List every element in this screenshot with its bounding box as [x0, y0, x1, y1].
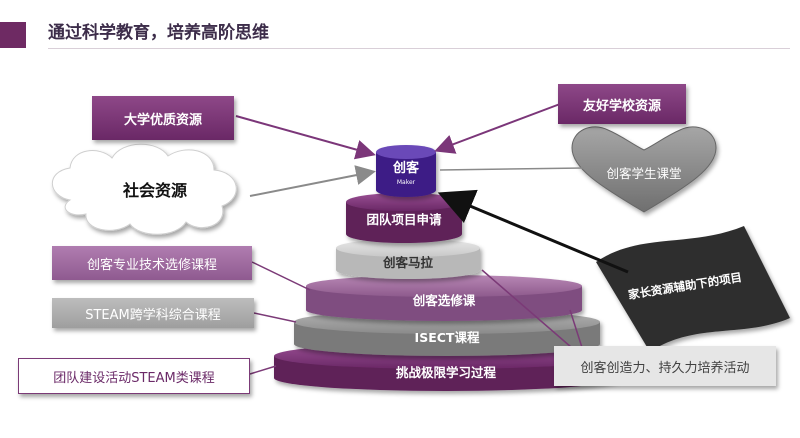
student-class-label: 创客学生课堂	[606, 165, 682, 181]
arrow-friendly-school	[434, 103, 561, 154]
pyramid-tier-3	[306, 275, 582, 321]
connector-team-steam	[249, 365, 277, 375]
connector-creativity	[481, 269, 587, 361]
creativity-box: 创客创造力、持久力培养活动	[554, 346, 776, 386]
heart-shape	[571, 126, 717, 213]
cloud-shape	[51, 143, 237, 235]
title-accent-bar	[0, 22, 26, 48]
title-divider	[48, 48, 790, 49]
team-steam-box: 团队建设活动STEAM类课程	[18, 358, 250, 394]
arrow-heart	[439, 167, 585, 171]
university-resource-box: 大学优质资源	[92, 96, 234, 140]
pyramid-tier-2	[336, 239, 480, 279]
steam-cross-box: STEAM跨学科综合课程	[52, 298, 254, 328]
arrow-social	[249, 165, 376, 197]
ribbon-banner	[596, 226, 790, 352]
arrow-parent-project	[437, 189, 629, 274]
friendly-school-box: 友好学校资源	[558, 84, 686, 124]
connector-steam-cross	[253, 312, 297, 323]
connector-tech-elective	[251, 261, 311, 291]
tech-elective-box: 创客专业技术选修课程	[52, 246, 252, 280]
social-resource-label: 社会资源	[122, 181, 187, 200]
arrow-university	[235, 115, 376, 160]
maker-cylinder	[376, 145, 436, 197]
pyramid-tier-1	[346, 193, 462, 243]
page-title: 通过科学教育，培养高阶思维	[48, 23, 269, 43]
